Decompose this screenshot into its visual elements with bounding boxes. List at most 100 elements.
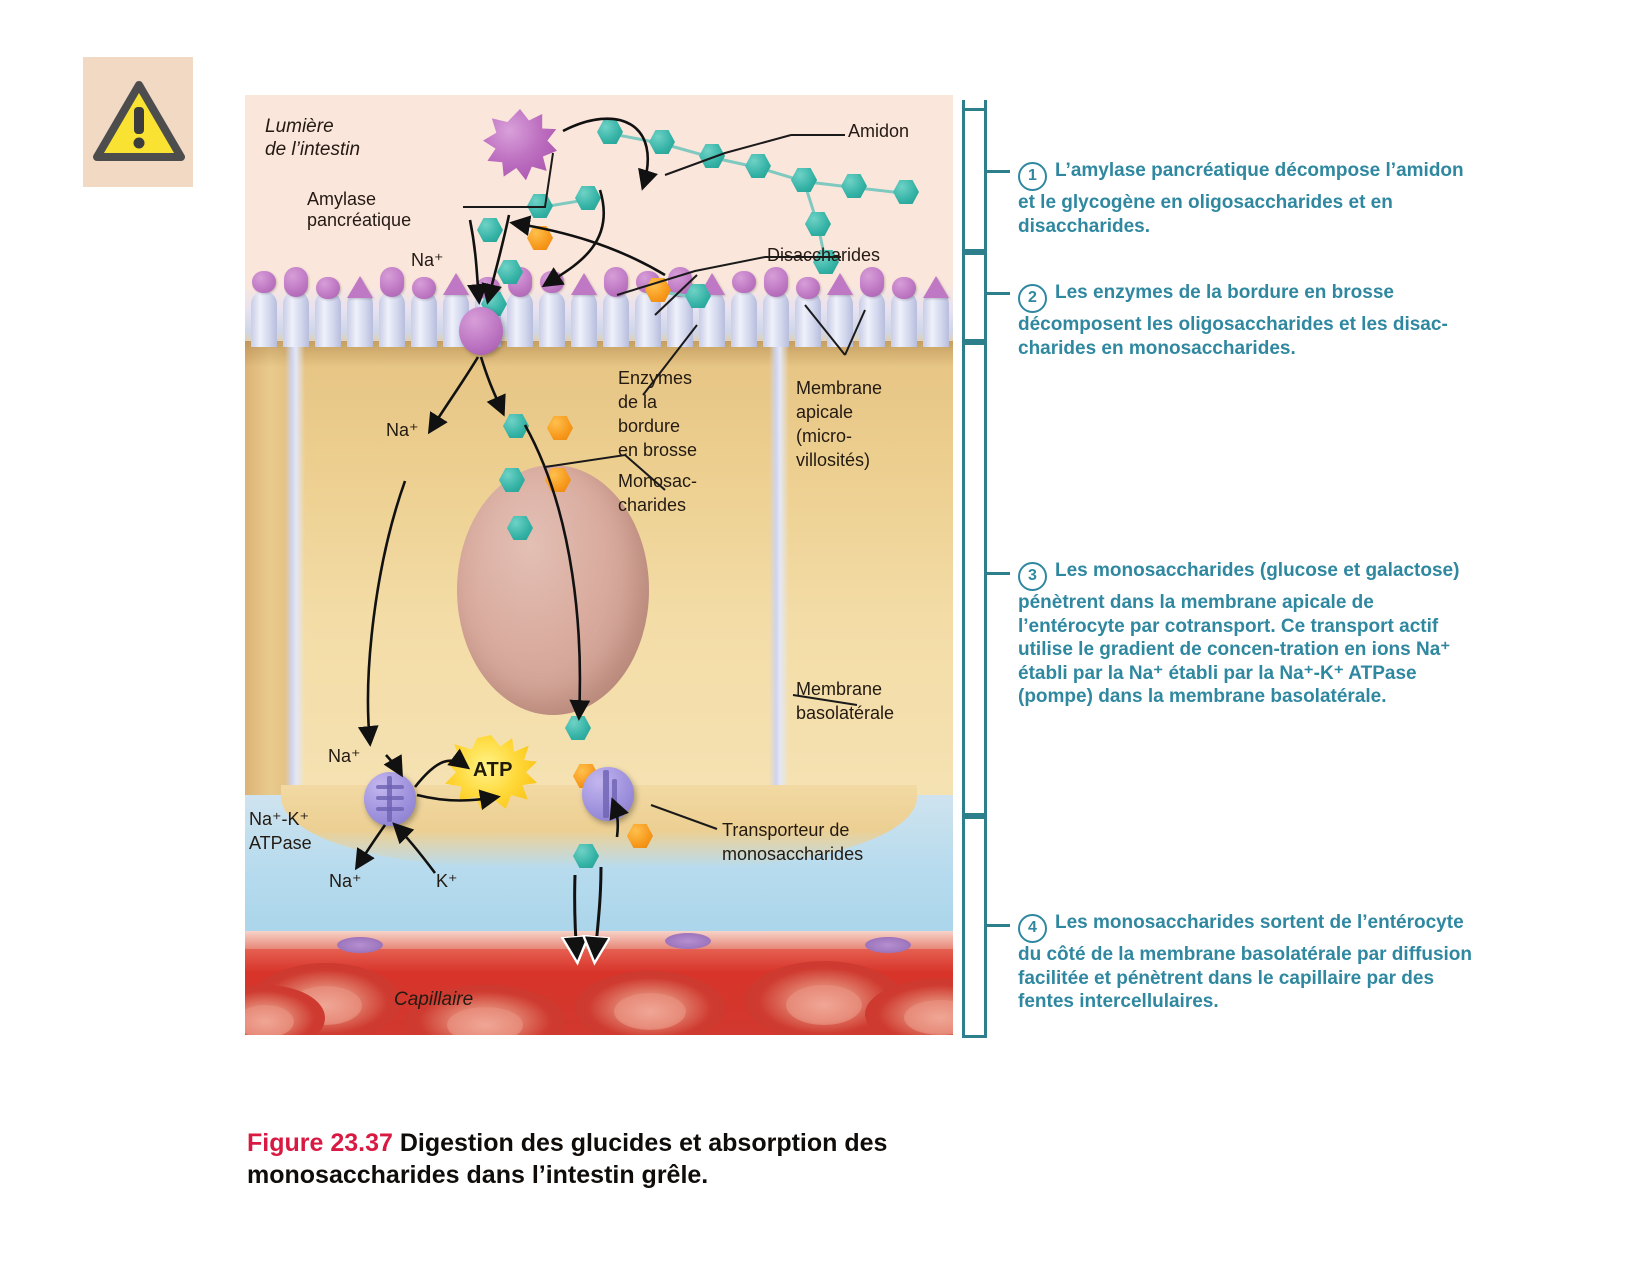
brush-border-enzyme: [796, 277, 820, 299]
microvillus: [827, 291, 853, 347]
brush-border-enzyme: [571, 273, 597, 295]
brush-border-enzyme: [252, 271, 276, 293]
rbc-center: [446, 1006, 524, 1035]
microvillus: [283, 291, 309, 347]
monosaccharide-unit: [893, 180, 919, 204]
monosaccharide-unit: [573, 844, 599, 868]
microvillus: [571, 291, 597, 347]
bracket-line: [962, 816, 965, 1038]
step-text-1: L’amylase pancréatique décompose l’amido…: [1018, 160, 1464, 237]
rbc-center: [904, 1000, 953, 1035]
monosaccharide-unit: [791, 168, 817, 192]
bracket-line: [984, 252, 987, 342]
label-brush-border-enzymes: Enzymes de la bordure en brosse: [618, 368, 698, 460]
intercellular-cleft-left: [285, 285, 305, 805]
label-basolateral-membrane: Membrane basolatérale: [796, 679, 895, 723]
bracket-line: [962, 342, 984, 345]
bracket-line: [962, 342, 965, 816]
monosaccharide-unit-orange: [627, 824, 653, 848]
microvillus: [539, 291, 565, 347]
monosaccharide-unit: [499, 468, 525, 492]
label-k-imported: K⁺: [436, 871, 458, 891]
brush-border-enzyme: [316, 277, 340, 299]
label-na-k-atpase: Na⁺-K⁺ ATPase: [249, 809, 312, 853]
bracket-line: [984, 100, 987, 252]
rbc-center: [614, 993, 686, 1031]
label-lumen: Lumière de l’intestin: [265, 116, 361, 160]
intercellular-cleft-right: [769, 285, 789, 805]
figure-caption: Figure 23.37 Digestion des glucides et a…: [247, 1127, 1077, 1191]
figure-number: Figure 23.37: [247, 1129, 393, 1157]
brush-border-enzyme: [892, 277, 916, 299]
bracket-line: [962, 816, 984, 819]
endothelial-nucleus: [337, 937, 383, 953]
bracket-line: [962, 108, 984, 111]
step-number-3: 3: [1018, 562, 1047, 591]
enterocyte-left-edge: [245, 341, 291, 805]
bracket-line: [962, 1035, 984, 1038]
figure-caption-text: Digestion des glucides et absorption des…: [247, 1129, 888, 1189]
microvillus: [795, 291, 821, 347]
na-k-atpase-pump: [364, 772, 416, 826]
label-amidon: Amidon: [848, 121, 910, 141]
label-na-extruded: Na⁺: [329, 871, 362, 891]
step-number-4: 4: [1018, 914, 1047, 943]
red-blood-cell: [405, 985, 565, 1035]
rbc-center: [245, 1004, 294, 1035]
bracket-line: [984, 572, 1010, 575]
monosaccharide-unit: [841, 174, 867, 198]
step-number-2: 2: [1018, 284, 1047, 313]
brush-border-enzyme: [604, 267, 628, 297]
brush-border-enzyme: [764, 267, 788, 297]
bracket-line: [984, 170, 1010, 173]
microvillus: [315, 291, 341, 347]
microvillus: [763, 291, 789, 347]
label-monosaccharide-transporter: Transporteur de monosaccharides: [722, 820, 864, 864]
brush-border-enzyme: [732, 271, 756, 293]
warning-badge: [83, 57, 193, 187]
bracket-line: [962, 813, 984, 816]
red-blood-cell: [245, 985, 325, 1035]
step-text-2: Les enzymes de la bordure en brosse déco…: [1018, 282, 1448, 359]
brush-border-enzyme: [827, 273, 853, 295]
sodium-glucose-cotransporter: [459, 307, 503, 355]
label-disaccharides: Disaccharides: [767, 245, 881, 265]
bracket-line: [962, 100, 965, 252]
figure-illustration: ATP: [245, 95, 953, 1035]
label-monosaccharides: Monosac- charides: [618, 471, 698, 515]
endothelial-nucleus: [865, 937, 911, 953]
step-number-1: 1: [1018, 162, 1047, 191]
red-blood-cell: [575, 971, 725, 1035]
rbc-center: [786, 985, 862, 1025]
label-capillary: Capillaire: [394, 989, 474, 1010]
brush-border-enzyme: [860, 267, 884, 297]
microvillus: [251, 291, 277, 347]
label-apical-membrane: Membrane apicale (micro- villosités): [796, 378, 883, 470]
microvillus: [411, 291, 437, 347]
microvillus: [923, 291, 949, 347]
microvillus: [731, 291, 757, 347]
microvillus: [347, 291, 373, 347]
monosaccharide-unit: [503, 414, 529, 438]
warning-triangle-icon: [93, 81, 185, 161]
label-amylase: Amylase pancréatique: [307, 189, 412, 230]
brush-border-enzyme: [412, 277, 436, 299]
microvillus: [603, 291, 629, 347]
brush-border-enzyme: [380, 267, 404, 297]
brush-border-enzyme: [923, 276, 949, 298]
label-na-basal: Na⁺: [328, 746, 361, 766]
endothelial-nucleus: [665, 933, 711, 949]
monosaccharide-unit: [565, 716, 591, 740]
bracket-line: [984, 924, 1010, 927]
microvillus: [891, 291, 917, 347]
microvillus: [859, 291, 885, 347]
brush-border-enzyme: [540, 271, 564, 293]
bracket-line: [962, 252, 984, 255]
microvillus: [507, 291, 533, 347]
atp-label: ATP: [473, 759, 514, 781]
